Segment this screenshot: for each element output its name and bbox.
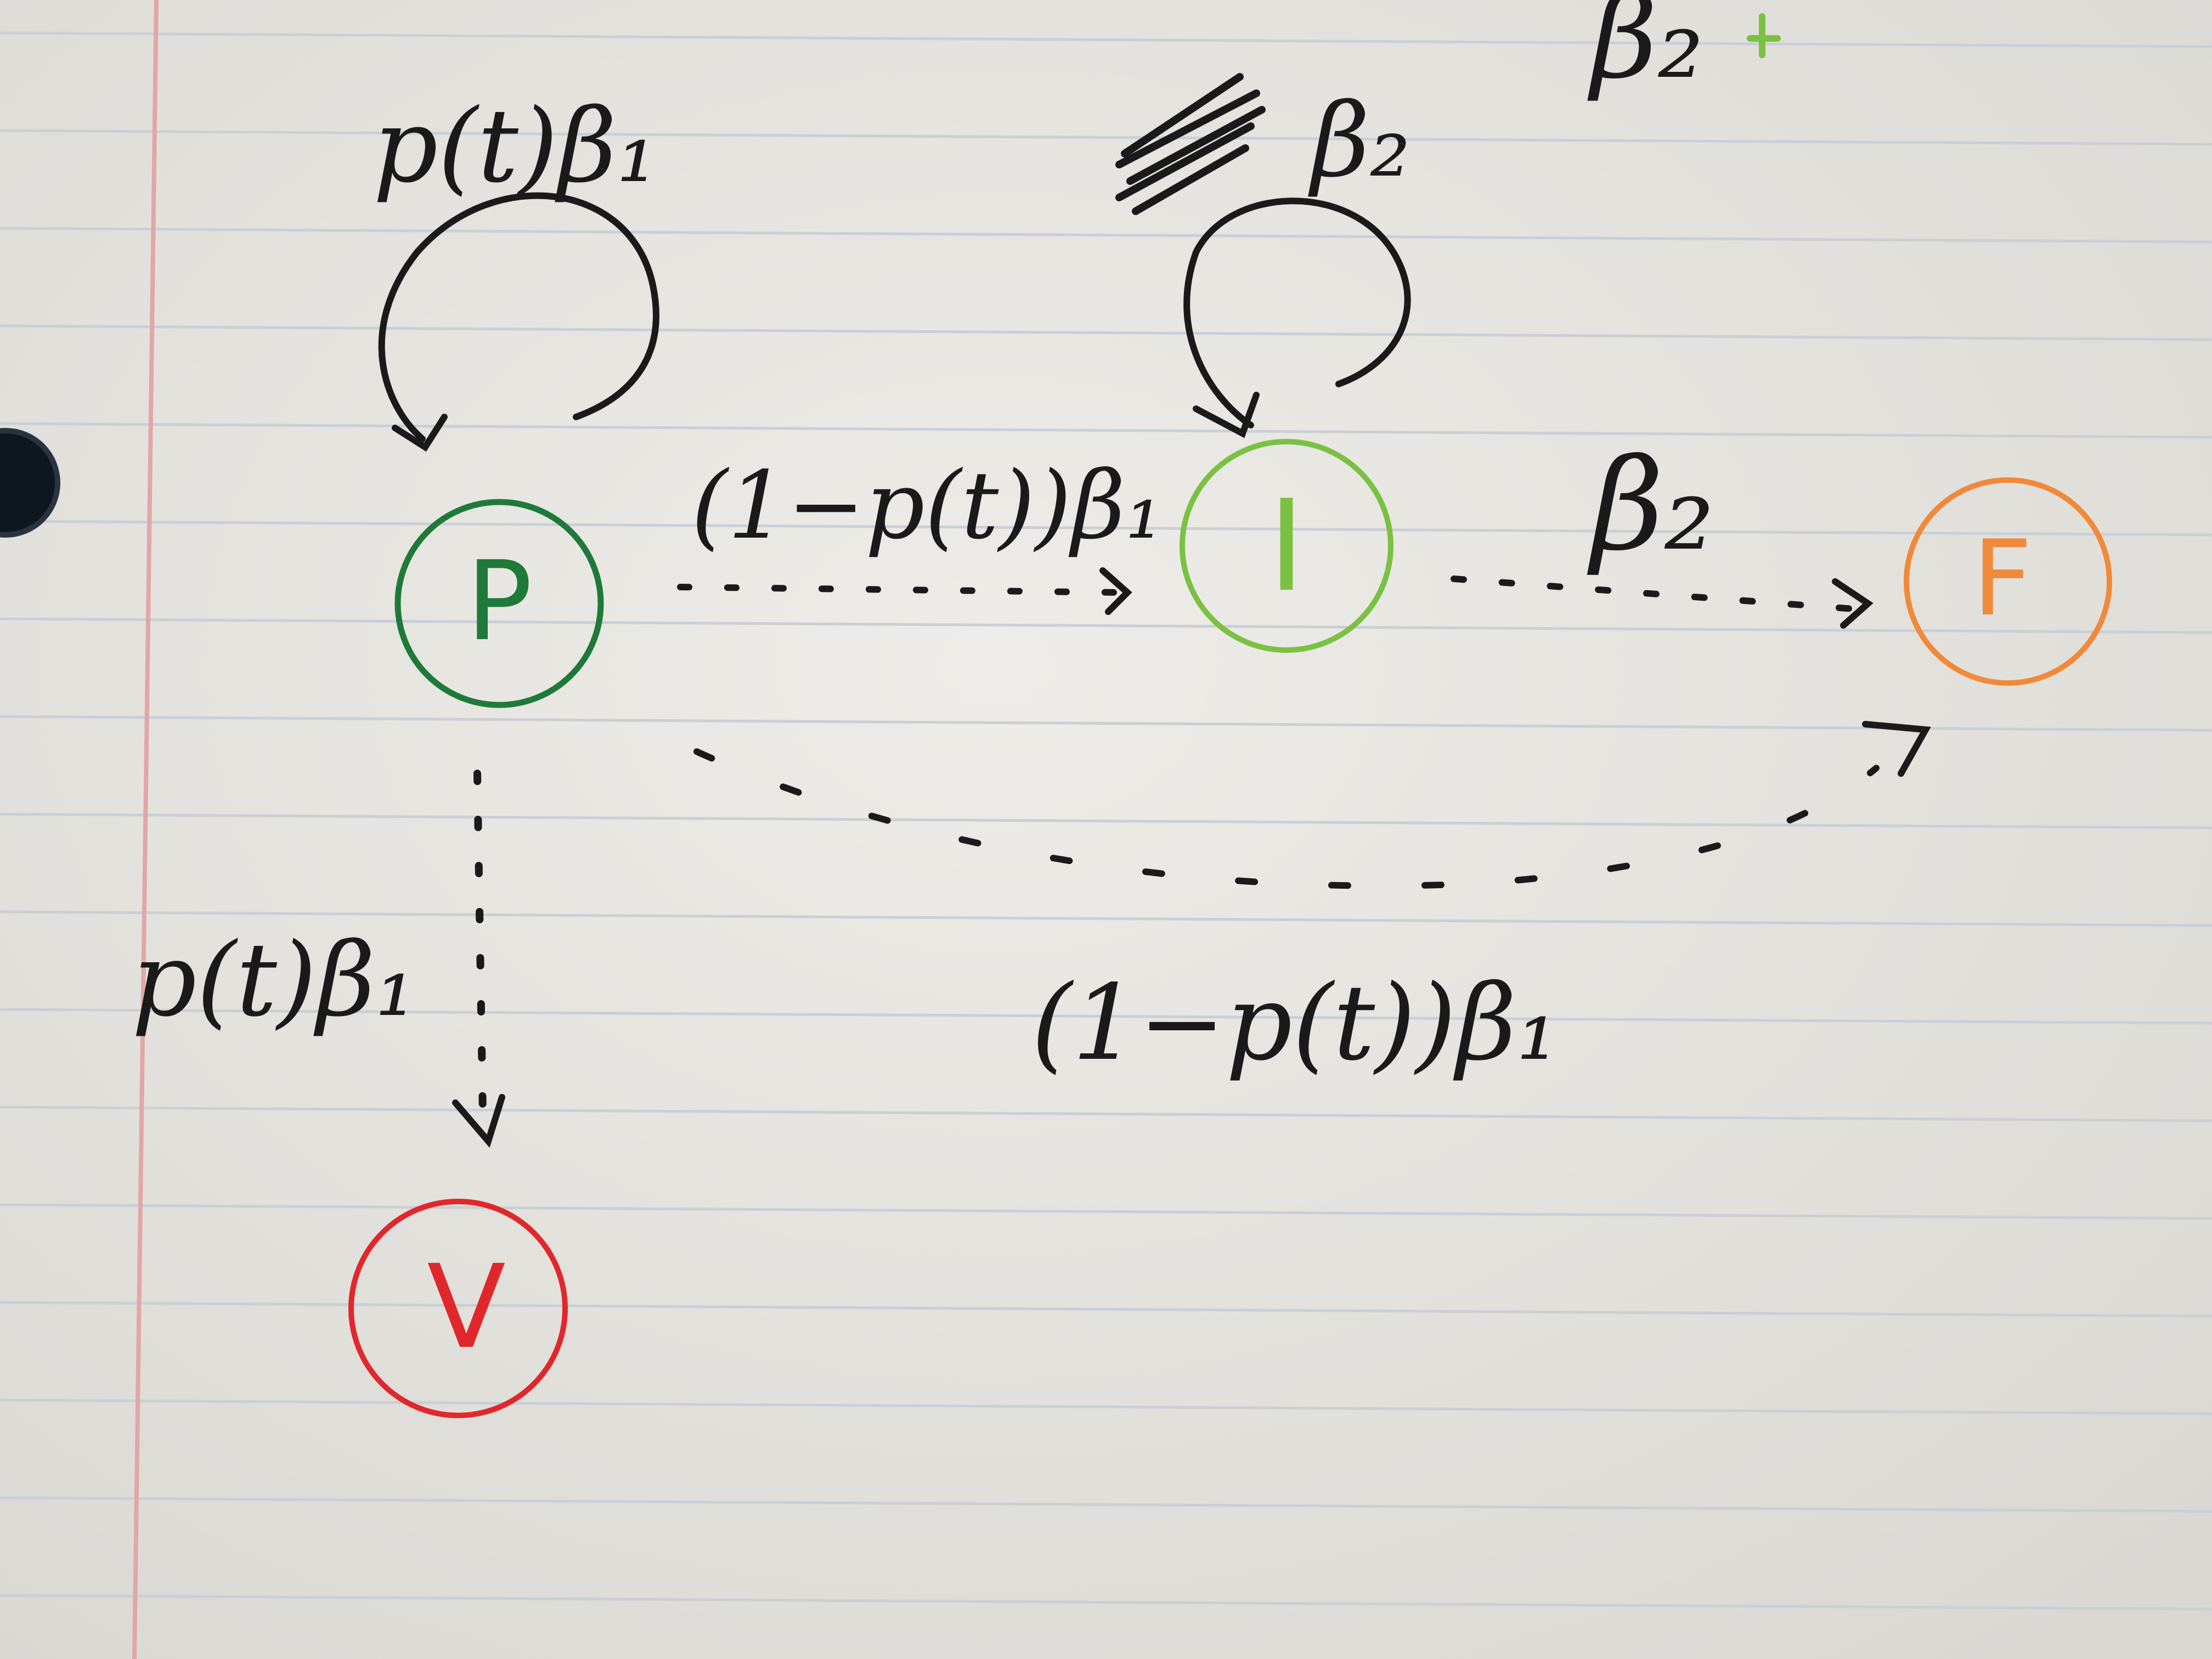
label-p-to-i: (1−p(t))β₁ xyxy=(691,452,1163,560)
label-p-to-v: p(t)β₁ xyxy=(132,921,416,1039)
label-i-to-f: β₂ xyxy=(1587,432,1714,579)
ruled-line xyxy=(0,617,2212,634)
scribble-mark xyxy=(1115,73,1266,215)
binder-hole xyxy=(0,431,58,535)
ruled-lines xyxy=(0,31,2212,1611)
ruled-line xyxy=(0,1594,2212,1611)
ruled-line xyxy=(0,1008,2212,1025)
node-p-label: P xyxy=(466,538,533,665)
ruled-line xyxy=(0,227,2212,244)
ruled-line xyxy=(0,324,2212,341)
ruled-line xyxy=(0,812,2212,830)
ruled-line xyxy=(0,715,2212,732)
margin-line xyxy=(132,0,159,1659)
node-i: I xyxy=(1180,439,1393,653)
node-f: F xyxy=(1904,477,2112,686)
corner-note: β₂ xyxy=(1587,0,1704,104)
corner-plus-mark xyxy=(1747,13,1781,58)
node-v-label: V xyxy=(427,1240,506,1374)
label-self-loop-p: p(t)β₁ xyxy=(373,87,657,205)
edge-i-to-f xyxy=(1451,575,1858,612)
ruled-line xyxy=(0,1496,2212,1513)
ruled-line xyxy=(0,1301,2212,1318)
ruled-line xyxy=(0,129,2212,146)
label-self-loop-i: β₂ xyxy=(1308,81,1410,200)
ruled-line xyxy=(0,520,2212,537)
ruled-line xyxy=(0,1105,2212,1122)
ruled-line xyxy=(0,31,2212,48)
ruled-line xyxy=(0,1203,2212,1220)
ruled-line xyxy=(0,1398,2212,1415)
self-loop-p-arrow xyxy=(378,192,659,442)
node-f-label: F xyxy=(1972,518,2032,639)
ruled-line xyxy=(0,422,2212,439)
node-p: P xyxy=(394,499,604,708)
ruled-line xyxy=(0,910,2212,927)
node-v: V xyxy=(348,1199,568,1418)
edge-p-to-v xyxy=(473,770,487,1118)
node-i-label: I xyxy=(1268,473,1305,620)
label-p-to-f: (1−p(t))β₁ xyxy=(1031,962,1559,1084)
self-loop-i-arrow xyxy=(1183,198,1411,428)
